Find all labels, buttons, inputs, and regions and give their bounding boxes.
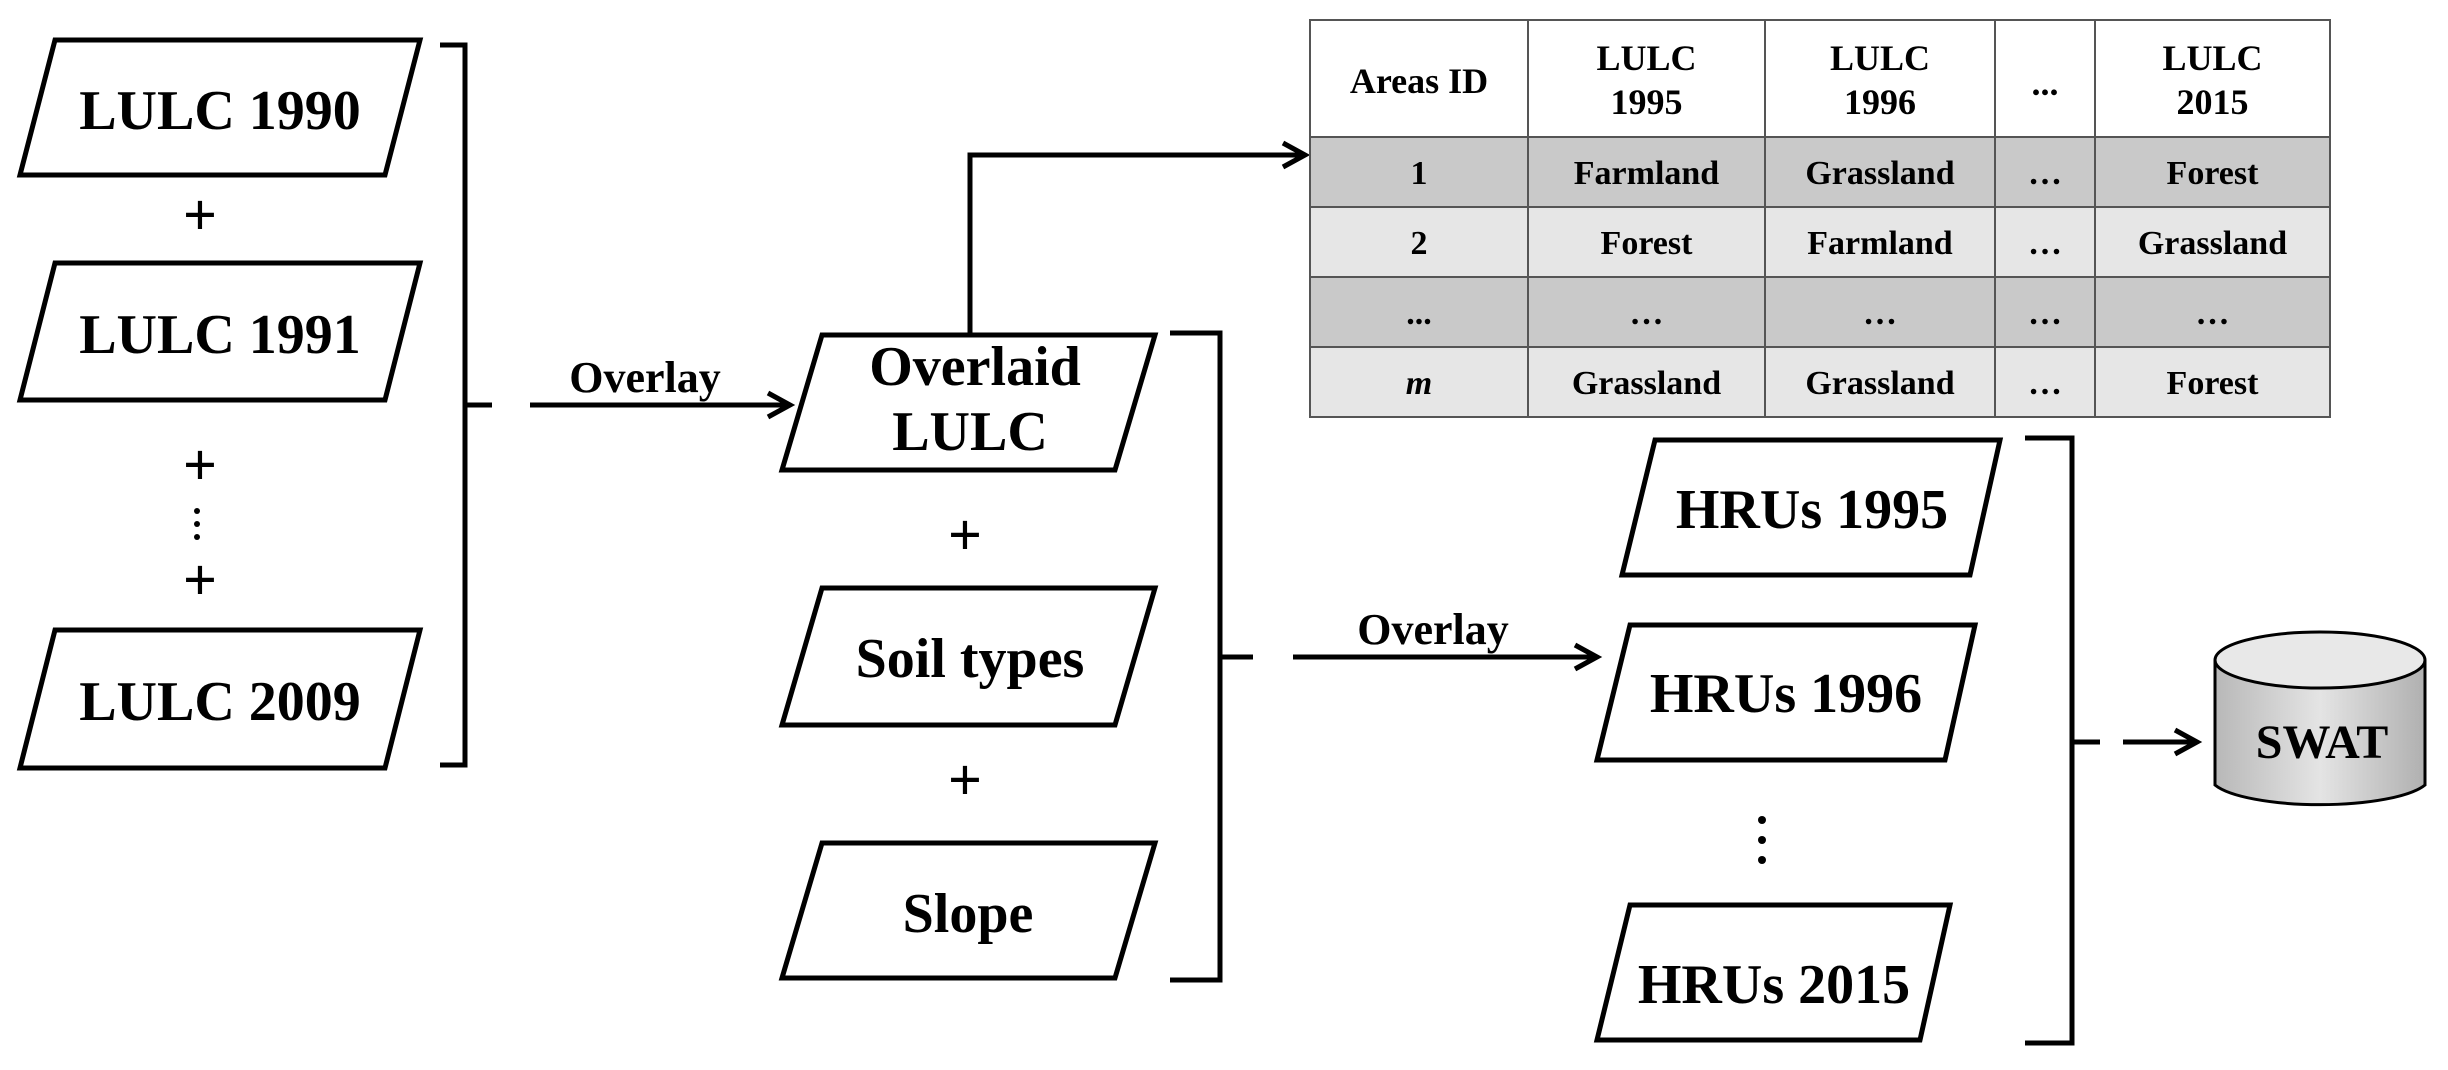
table-cell: … <box>2028 295 2062 332</box>
hrus-2015-node: HRUs 2015 <box>1593 902 1954 1043</box>
table-header-cell: ... <box>2032 63 2059 103</box>
plus-sign: + <box>948 747 982 813</box>
table-cell: 2 <box>1411 225 1428 262</box>
hrus-1996-label: HRUs 1996 <box>1650 663 1922 725</box>
plus-sign: + <box>183 547 217 613</box>
table-cell: … <box>2028 225 2062 262</box>
table-cell: Grassland <box>2138 225 2287 262</box>
lulc-1990-label: LULC 1990 <box>79 80 361 142</box>
table-cell: … <box>2028 155 2062 192</box>
table-row <box>1310 137 2330 207</box>
table-header-cell: Areas ID <box>1350 61 1488 101</box>
slope-label: Slope <box>903 883 1034 945</box>
table-cell: Farmland <box>1574 155 1720 192</box>
table-cell: 1 <box>1411 155 1428 192</box>
overlay-label: Overlay <box>1357 605 1509 654</box>
table-header-cell: 1996 <box>1844 82 1916 122</box>
table-header-cell: LULC <box>2162 38 2262 78</box>
lulc-2009-label: LULC 2009 <box>79 671 361 733</box>
lulc-1991-label: LULC 1991 <box>79 304 361 366</box>
table-header-row <box>1310 20 2330 137</box>
table-cell: m <box>1406 365 1432 402</box>
table-border <box>1309 19 2331 418</box>
hrus-2015-label: HRUs 2015 <box>1638 954 1910 1016</box>
table-cell: … <box>2196 295 2230 332</box>
table-header-cell: LULC <box>1596 38 1696 78</box>
table-connector <box>967 152 1300 333</box>
table-cell: ... <box>1406 295 1432 332</box>
table-cell: … <box>1863 295 1897 332</box>
table-header-cell: 2015 <box>2177 82 2249 122</box>
table-row <box>1310 277 2330 347</box>
table-row <box>1310 207 2330 277</box>
grouping-bracket <box>1170 330 1253 983</box>
soil-types-node: Soil types <box>778 585 1159 728</box>
lulc-1990-node: LULC 1990 <box>16 37 424 178</box>
swat-label: SWAT <box>2256 716 2389 769</box>
table-cell: Forest <box>2167 155 2260 192</box>
overlaid-lulc-label: LULC <box>892 401 1048 463</box>
overlaid-lulc-node: Overlaid LULC <box>778 332 1159 473</box>
table-cell: Forest <box>1601 225 1694 262</box>
table-cell: Farmland <box>1807 225 1953 262</box>
hrus-1995-label: HRUs 1995 <box>1676 479 1948 541</box>
table-cell: … <box>1630 295 1664 332</box>
overlaid-lulc-label: Overlaid <box>869 336 1081 398</box>
table-cell: Forest <box>2167 365 2260 402</box>
soil-types-label: Soil types <box>856 628 1085 690</box>
vertical-ellipsis-icon <box>1758 816 1766 864</box>
hrus-1995-node: HRUs 1995 <box>1618 437 2004 578</box>
table-cell: Grassland <box>1572 365 1721 402</box>
table-header-cell: LULC <box>1830 38 1930 78</box>
table-cell: … <box>2028 365 2062 402</box>
table-header-cell: 1995 <box>1611 82 1683 122</box>
grouping-bracket <box>440 42 492 768</box>
plus-sign: + <box>948 502 982 568</box>
table-cell: Grassland <box>1805 155 1954 192</box>
vertical-ellipsis-icon <box>194 508 200 540</box>
table-cell: Grassland <box>1805 365 1954 402</box>
grouping-bracket <box>2025 435 2100 1046</box>
slope-node: Slope <box>778 840 1159 981</box>
swat-database-icon: SWAT <box>2213 630 2427 807</box>
hrus-1996-node: HRUs 1996 <box>1593 622 1979 763</box>
plus-sign: + <box>183 182 217 248</box>
plus-sign: + <box>183 432 217 498</box>
overlay-label: Overlay <box>569 353 721 402</box>
lulc-2009-node: LULC 2009 <box>16 627 424 771</box>
lulc-1991-node: LULC 1991 <box>16 260 424 403</box>
table-row <box>1310 347 2330 417</box>
